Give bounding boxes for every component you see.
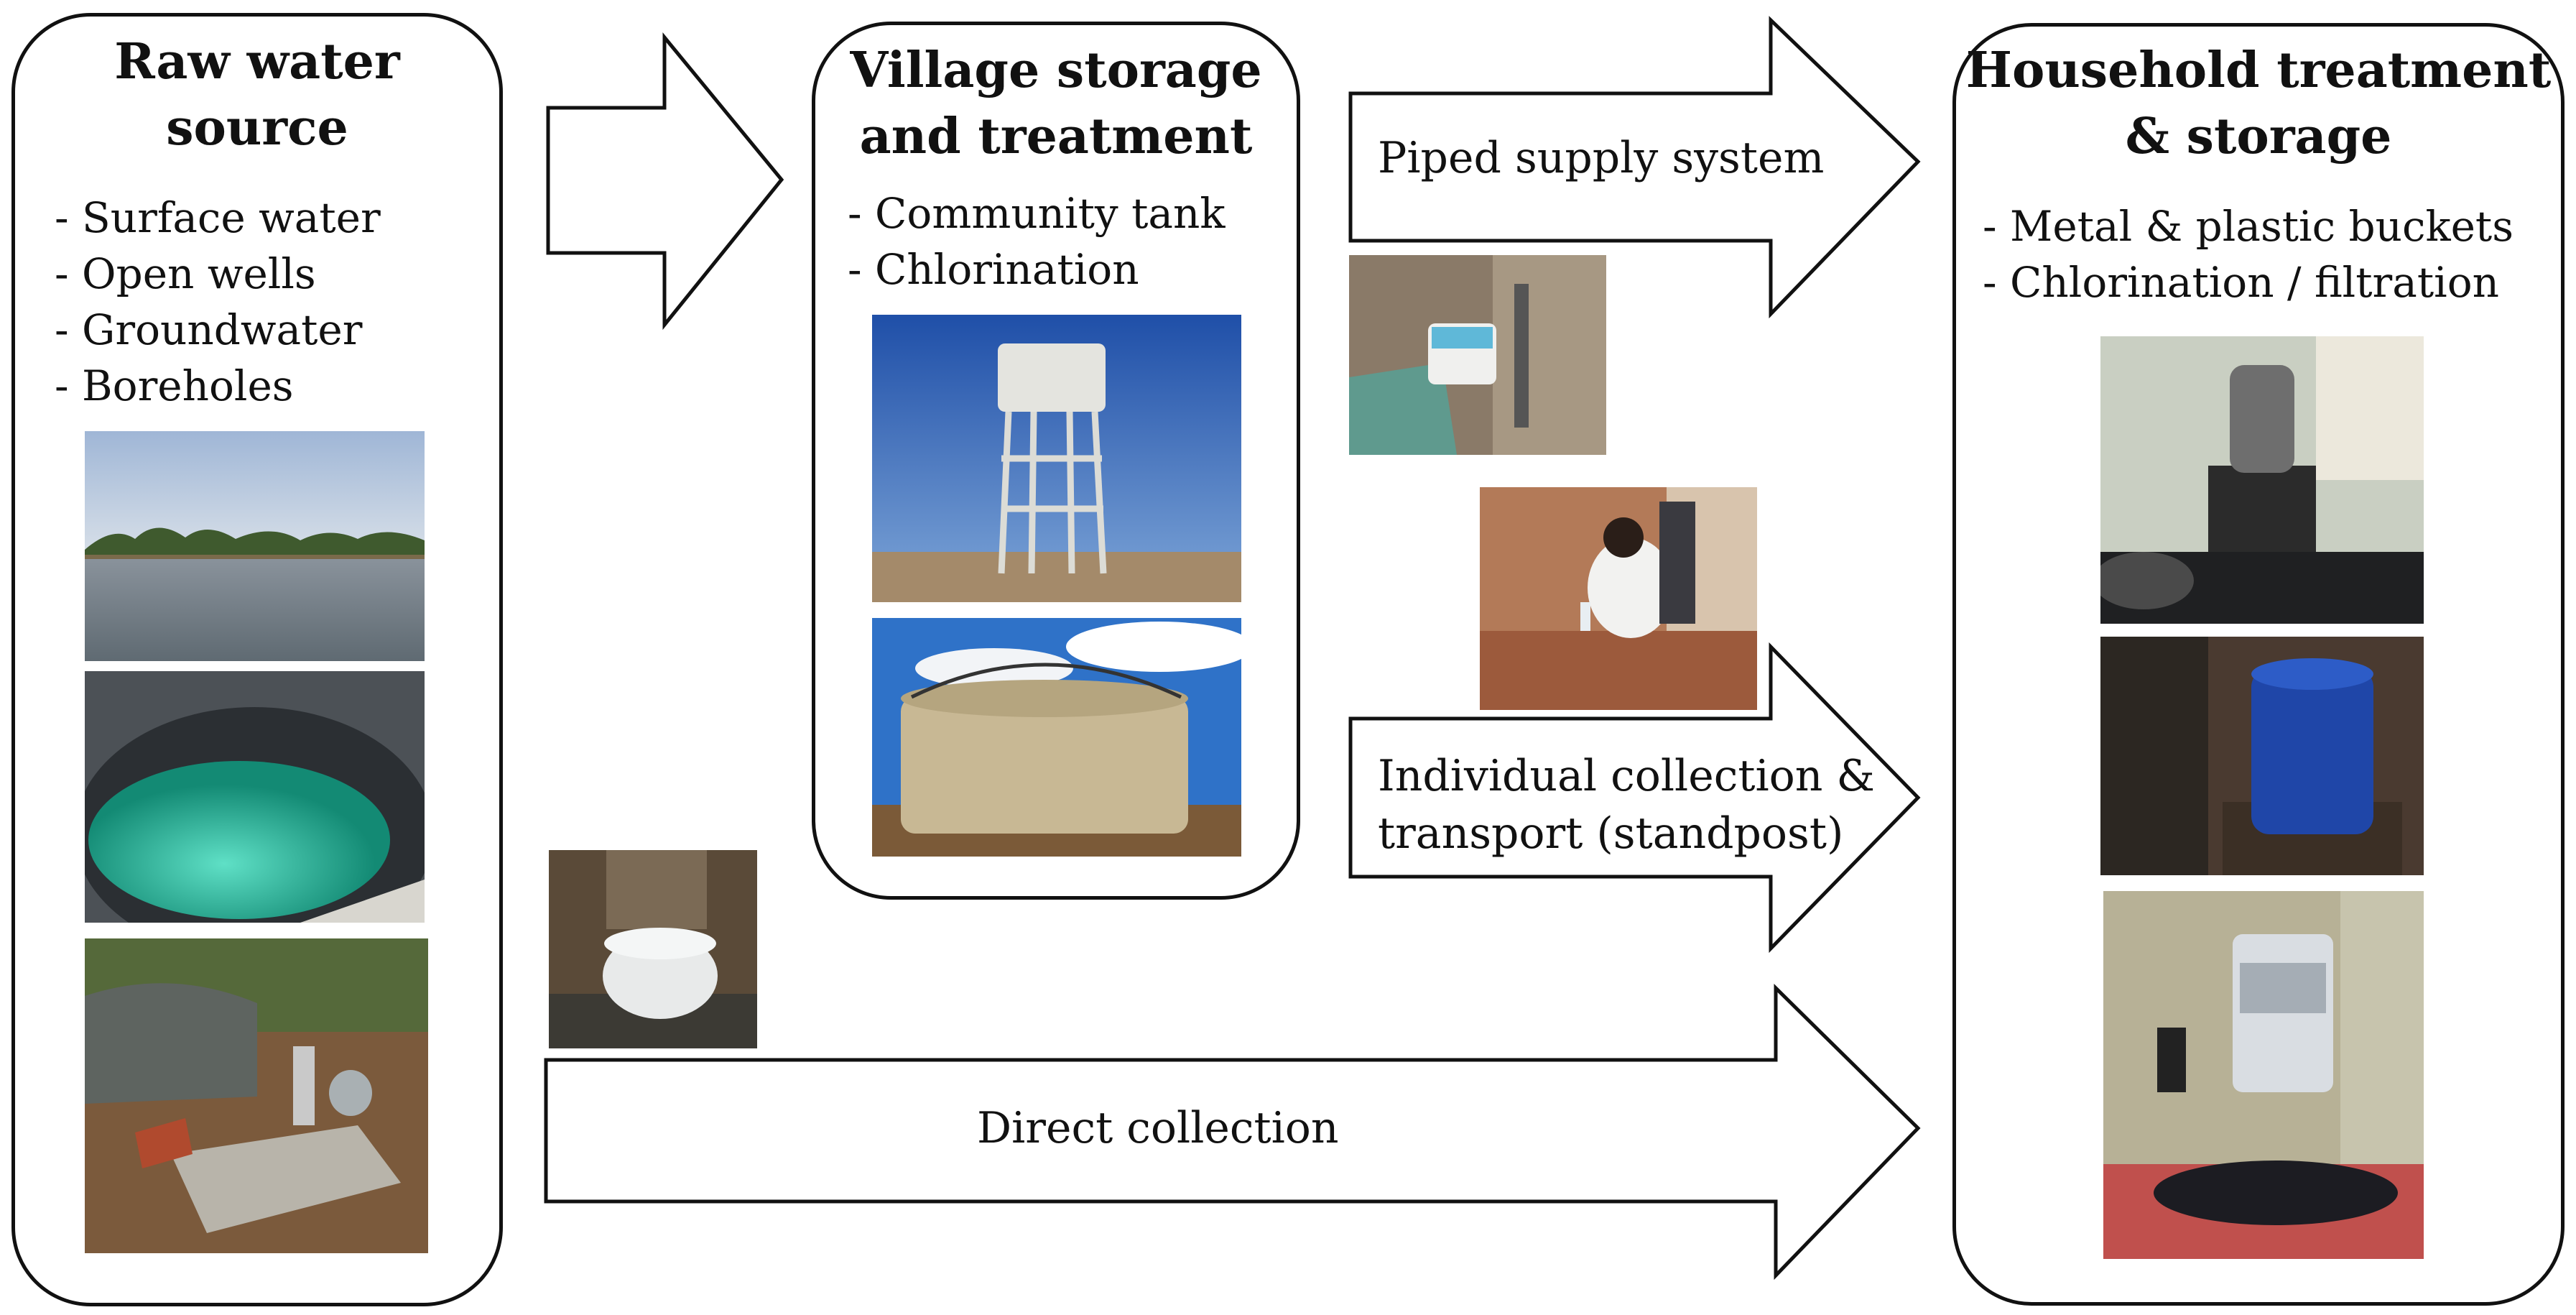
raw-title-line-2: source <box>166 99 348 157</box>
list-item: - Chlorination / filtration <box>1983 258 2499 307</box>
household-list: - Metal & plastic buckets - Chlorination… <box>1983 198 2514 310</box>
raw-water-source-title: Raw water source <box>11 29 503 161</box>
surface-water-photo <box>85 431 425 661</box>
list-item: - Chlorination <box>848 245 1139 294</box>
village-storage-title: Village storage and treatment <box>812 37 1300 170</box>
individual-collection-label: Individual collection & transport (stand… <box>1378 747 1875 862</box>
water-filter-photo <box>2103 891 2424 1259</box>
household-title-line-1: Household treatment <box>1965 42 2552 99</box>
arrow-individual-collection <box>1348 642 1921 954</box>
individual-label-line-1: Individual collection & <box>1378 751 1875 801</box>
individual-label-line-2: transport (standpost) <box>1378 808 1844 859</box>
standpost-sampling-photo <box>1480 487 1757 710</box>
list-item: - Boreholes <box>55 361 294 410</box>
arrow-direct-collection <box>544 984 1921 1281</box>
direct-collection-photo <box>549 850 757 1048</box>
metal-containers-photo <box>2100 336 2424 624</box>
village-title-line-2: and treatment <box>859 108 1253 165</box>
list-item: - Groundwater <box>55 305 363 354</box>
open-well-photo <box>85 671 425 923</box>
direct-collection-label: Direct collection <box>977 1103 1339 1153</box>
raw-water-source-list: - Surface water - Open wells - Groundwat… <box>55 190 381 414</box>
list-item: - Community tank <box>848 189 1226 238</box>
arrow-piped-supply <box>1348 16 1921 319</box>
piped-tap-photo <box>1349 255 1606 455</box>
plastic-drum-photo <box>2100 637 2424 875</box>
ground-tank-photo <box>872 618 1241 857</box>
water-tower-photo <box>872 315 1241 602</box>
list-item: - Surface water <box>55 193 381 242</box>
household-title: Household treatment & storage <box>1952 37 2565 170</box>
raw-title-line-1: Raw water <box>114 33 400 91</box>
arrow-raw-to-village <box>546 32 784 331</box>
village-title-line-1: Village storage <box>850 42 1262 99</box>
village-storage-list: - Community tank - Chlorination <box>848 185 1225 297</box>
household-title-line-2: & storage <box>2125 108 2392 165</box>
piped-supply-label: Piped supply system <box>1378 133 1825 183</box>
list-item: - Metal & plastic buckets <box>1983 202 2514 251</box>
borehole-photo <box>85 938 428 1253</box>
list-item: - Open wells <box>55 249 316 298</box>
